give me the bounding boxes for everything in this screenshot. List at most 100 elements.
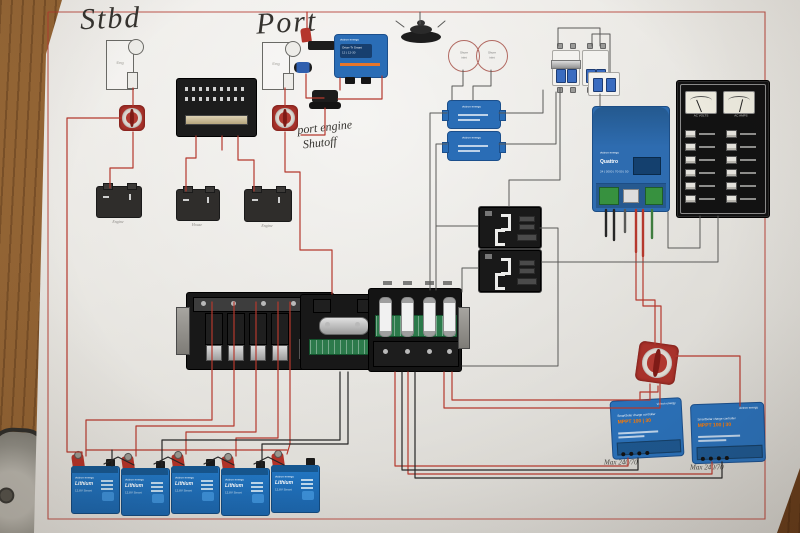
mppt-left-note: Max 240/70 <box>604 459 638 467</box>
start-battery-middle-label: House <box>191 223 203 228</box>
stbd-label: Stbd <box>79 0 142 37</box>
breaker-toggle <box>567 69 577 83</box>
orange-stripe <box>340 63 380 66</box>
terminal-dot <box>716 456 721 461</box>
ac-breaker-left <box>551 43 581 93</box>
victron-brand: victron energy <box>462 105 481 109</box>
label-bar <box>458 150 480 152</box>
terminal-bolt-icon <box>447 349 452 354</box>
orion-rating: 12 | 12-30 <box>342 51 356 55</box>
breaker-toggle <box>606 78 616 92</box>
breaker-toggle <box>556 69 566 83</box>
rocker-switch <box>685 195 696 203</box>
victron-brand: victron energy <box>600 151 619 155</box>
rocker-switch <box>685 156 696 164</box>
dome-mid <box>410 25 432 34</box>
victron-brand: victron energy <box>275 475 294 479</box>
mounting-ear-icon <box>442 141 449 153</box>
terminal-screws <box>557 43 576 49</box>
spec-dash <box>101 488 113 490</box>
mppt-right-note: Max 240/70 <box>690 464 724 472</box>
port-engine-shutoff-note: port engine Shutoff <box>297 117 355 153</box>
dc-terminal <box>345 77 355 84</box>
bracket-glyph-icon <box>495 273 505 290</box>
rocker-switch <box>685 143 696 151</box>
fuse-busbar <box>185 115 248 125</box>
lithium-battery-3: victron energy Lithium 12,8V Smart <box>171 453 220 514</box>
orion-model: Orion-Tr Smart <box>342 46 362 50</box>
shore-label-line1: Shore <box>487 51 497 55</box>
stbd-battery-switch <box>119 105 145 131</box>
battery-model: Lithium <box>175 481 194 487</box>
module-label-bar <box>519 260 535 266</box>
rocker-switch <box>685 169 696 177</box>
panel-switch-row <box>685 182 715 190</box>
battery-shoulder <box>221 468 268 475</box>
bluetooth-chip <box>152 494 164 503</box>
shunt-bolt-icon <box>325 322 330 327</box>
ammeter-label: AC AMPS <box>734 114 748 118</box>
victron-brand: victron energy <box>125 478 144 482</box>
mega-fuse-window <box>250 345 266 361</box>
panel-switch-row <box>685 130 715 138</box>
mega-fuse-window <box>228 345 244 361</box>
ac-module-bottom <box>478 249 542 293</box>
battery-shoulder <box>71 466 118 473</box>
spec-dash <box>251 490 263 492</box>
fuse-tower <box>227 313 245 345</box>
label-bar <box>458 114 488 116</box>
port-battery-switch <box>272 105 298 131</box>
terminal-row <box>185 87 248 91</box>
label-bar <box>698 434 741 439</box>
battery-terminal <box>252 186 262 193</box>
victron-brand: victron energy <box>656 401 676 406</box>
quattro-rating: 24 | 3000 | 70-50 | 50 <box>600 170 629 174</box>
polarity-mark <box>278 197 280 203</box>
start-battery-left <box>96 183 142 218</box>
terminal-bolt-icon <box>383 349 388 354</box>
fuse-cartridge <box>379 297 392 337</box>
dc-terminal <box>361 77 371 84</box>
victron-brand: victron energy <box>175 476 194 480</box>
terminal-dot <box>645 450 650 456</box>
meter-needle-icon <box>739 99 744 113</box>
module-label-bar <box>517 278 537 285</box>
battery-sub: 12,8V Smart <box>225 491 242 495</box>
battery-terminal <box>183 186 193 193</box>
panel-switch-row <box>726 195 756 203</box>
start-battery-middle <box>176 186 220 221</box>
label-bar <box>698 439 727 443</box>
ac-distribution-panel: AC VOLTS AC AMPS <box>676 80 770 218</box>
mounting-ear-icon <box>442 110 449 122</box>
polarity-mark <box>129 194 131 200</box>
terminal-dot <box>629 451 634 456</box>
label-bar <box>618 435 645 439</box>
switch-label-bar <box>699 171 715 175</box>
fuse-tower <box>249 313 267 345</box>
busbar-bolt-icon <box>261 301 266 306</box>
mounting-ear-icon <box>176 307 190 355</box>
battery-sub: 12,8V Smart <box>275 488 292 492</box>
panel-switch-row <box>685 169 715 177</box>
lithium-battery-2: victron energy Lithium 12,8V Smart <box>121 455 170 516</box>
victron-brand: victron energy <box>340 38 359 42</box>
voltmeter-label: AC VOLTS <box>693 114 709 118</box>
mppt-charger-right: victron energy SmartSolar charge control… <box>689 401 767 465</box>
polarity-mark <box>183 199 189 201</box>
battery-sub: 12,8V Smart <box>125 491 142 495</box>
battery-shoulder <box>171 466 218 473</box>
mounting-ear-icon <box>458 307 470 349</box>
switch-label-bar <box>740 145 756 149</box>
connector-strip <box>696 444 763 461</box>
mppt-line: SmartSolar charge controller <box>697 416 736 422</box>
battery-terminal <box>205 186 215 193</box>
rocker-switch <box>685 182 696 190</box>
switch-column-left <box>685 130 715 203</box>
shore-label-line2: inlet <box>489 56 495 60</box>
switch-label-bar <box>740 184 756 188</box>
module-label-bar <box>517 234 537 241</box>
panel-switch-row <box>726 169 756 177</box>
polarity-mark <box>252 199 258 201</box>
victron-brand: victron energy <box>75 476 94 480</box>
